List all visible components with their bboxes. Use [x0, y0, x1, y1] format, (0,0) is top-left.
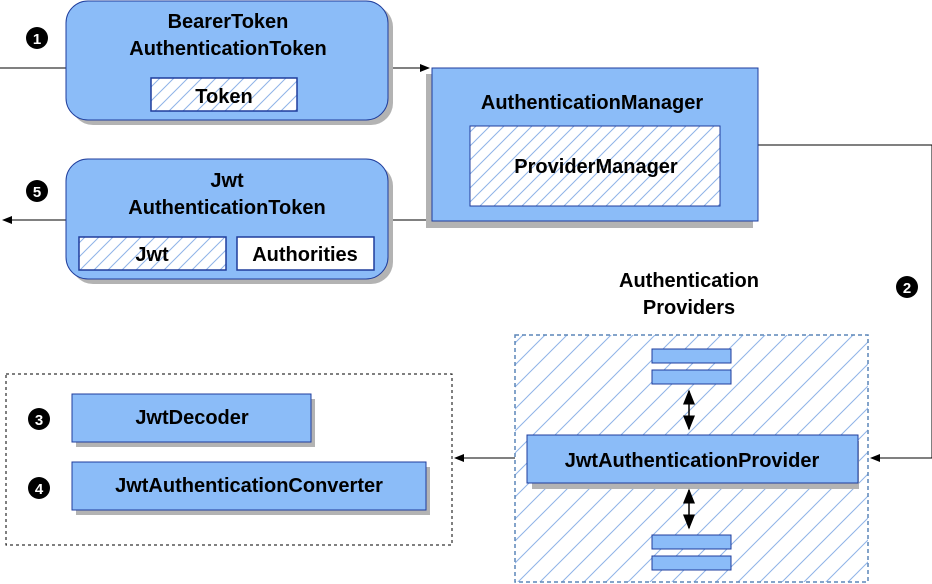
- step-2-marker: 2: [896, 276, 918, 298]
- provider-slot-top-2: [651, 369, 732, 385]
- token-label: Token: [195, 86, 252, 108]
- svg-text:2: 2: [903, 280, 911, 297]
- step-markers: 1 2 3 4 5: [26, 27, 918, 499]
- step-4-marker: 4: [28, 477, 50, 499]
- provider-slot-top-1: [651, 348, 732, 364]
- bearer-token-title-line1: BearerToken: [168, 11, 289, 33]
- authentication-manager-node: AuthenticationManager ProviderManager: [426, 67, 759, 228]
- authentication-providers-group: Authentication Providers JwtAuthenticati…: [514, 270, 869, 583]
- authentication-manager-title: AuthenticationManager: [481, 92, 703, 114]
- connectors: [0, 64, 932, 462]
- bearer-token-title-line2: AuthenticationToken: [129, 38, 326, 60]
- jwt-helpers-group: JwtDecoder JwtAuthenticationConverter: [5, 373, 453, 546]
- svg-text:1: 1: [33, 31, 41, 48]
- providers-title-line2: Providers: [643, 297, 735, 319]
- jwt-label: Jwt: [135, 244, 169, 266]
- provider-slot-bottom-1: [651, 534, 732, 550]
- arrow-manager-to-provider: [758, 144, 932, 462]
- jwt-decoder-label: JwtDecoder: [135, 407, 249, 429]
- step-1-marker: 1: [26, 27, 48, 49]
- svg-text:5: 5: [33, 184, 41, 201]
- jwt-authentication-token-node: Jwt AuthenticationToken Jwt Authorities: [65, 158, 393, 284]
- jwt-token-title-line1: Jwt: [210, 170, 244, 192]
- jwt-authentication-converter-label: JwtAuthenticationConverter: [115, 475, 383, 497]
- provider-manager-label: ProviderManager: [514, 156, 678, 178]
- authorities-label: Authorities: [252, 244, 358, 266]
- svg-text:3: 3: [35, 412, 43, 429]
- jwt-authentication-provider-label: JwtAuthenticationProvider: [565, 450, 820, 472]
- svg-text:4: 4: [35, 481, 44, 498]
- step-5-marker: 5: [26, 180, 48, 202]
- step-3-marker: 3: [28, 408, 50, 430]
- provider-slot-bottom-2: [651, 555, 732, 571]
- jwt-token-title-line2: AuthenticationToken: [128, 197, 325, 219]
- providers-title-line1: Authentication: [619, 270, 759, 292]
- bearer-token-node: BearerToken AuthenticationToken Token: [65, 0, 393, 125]
